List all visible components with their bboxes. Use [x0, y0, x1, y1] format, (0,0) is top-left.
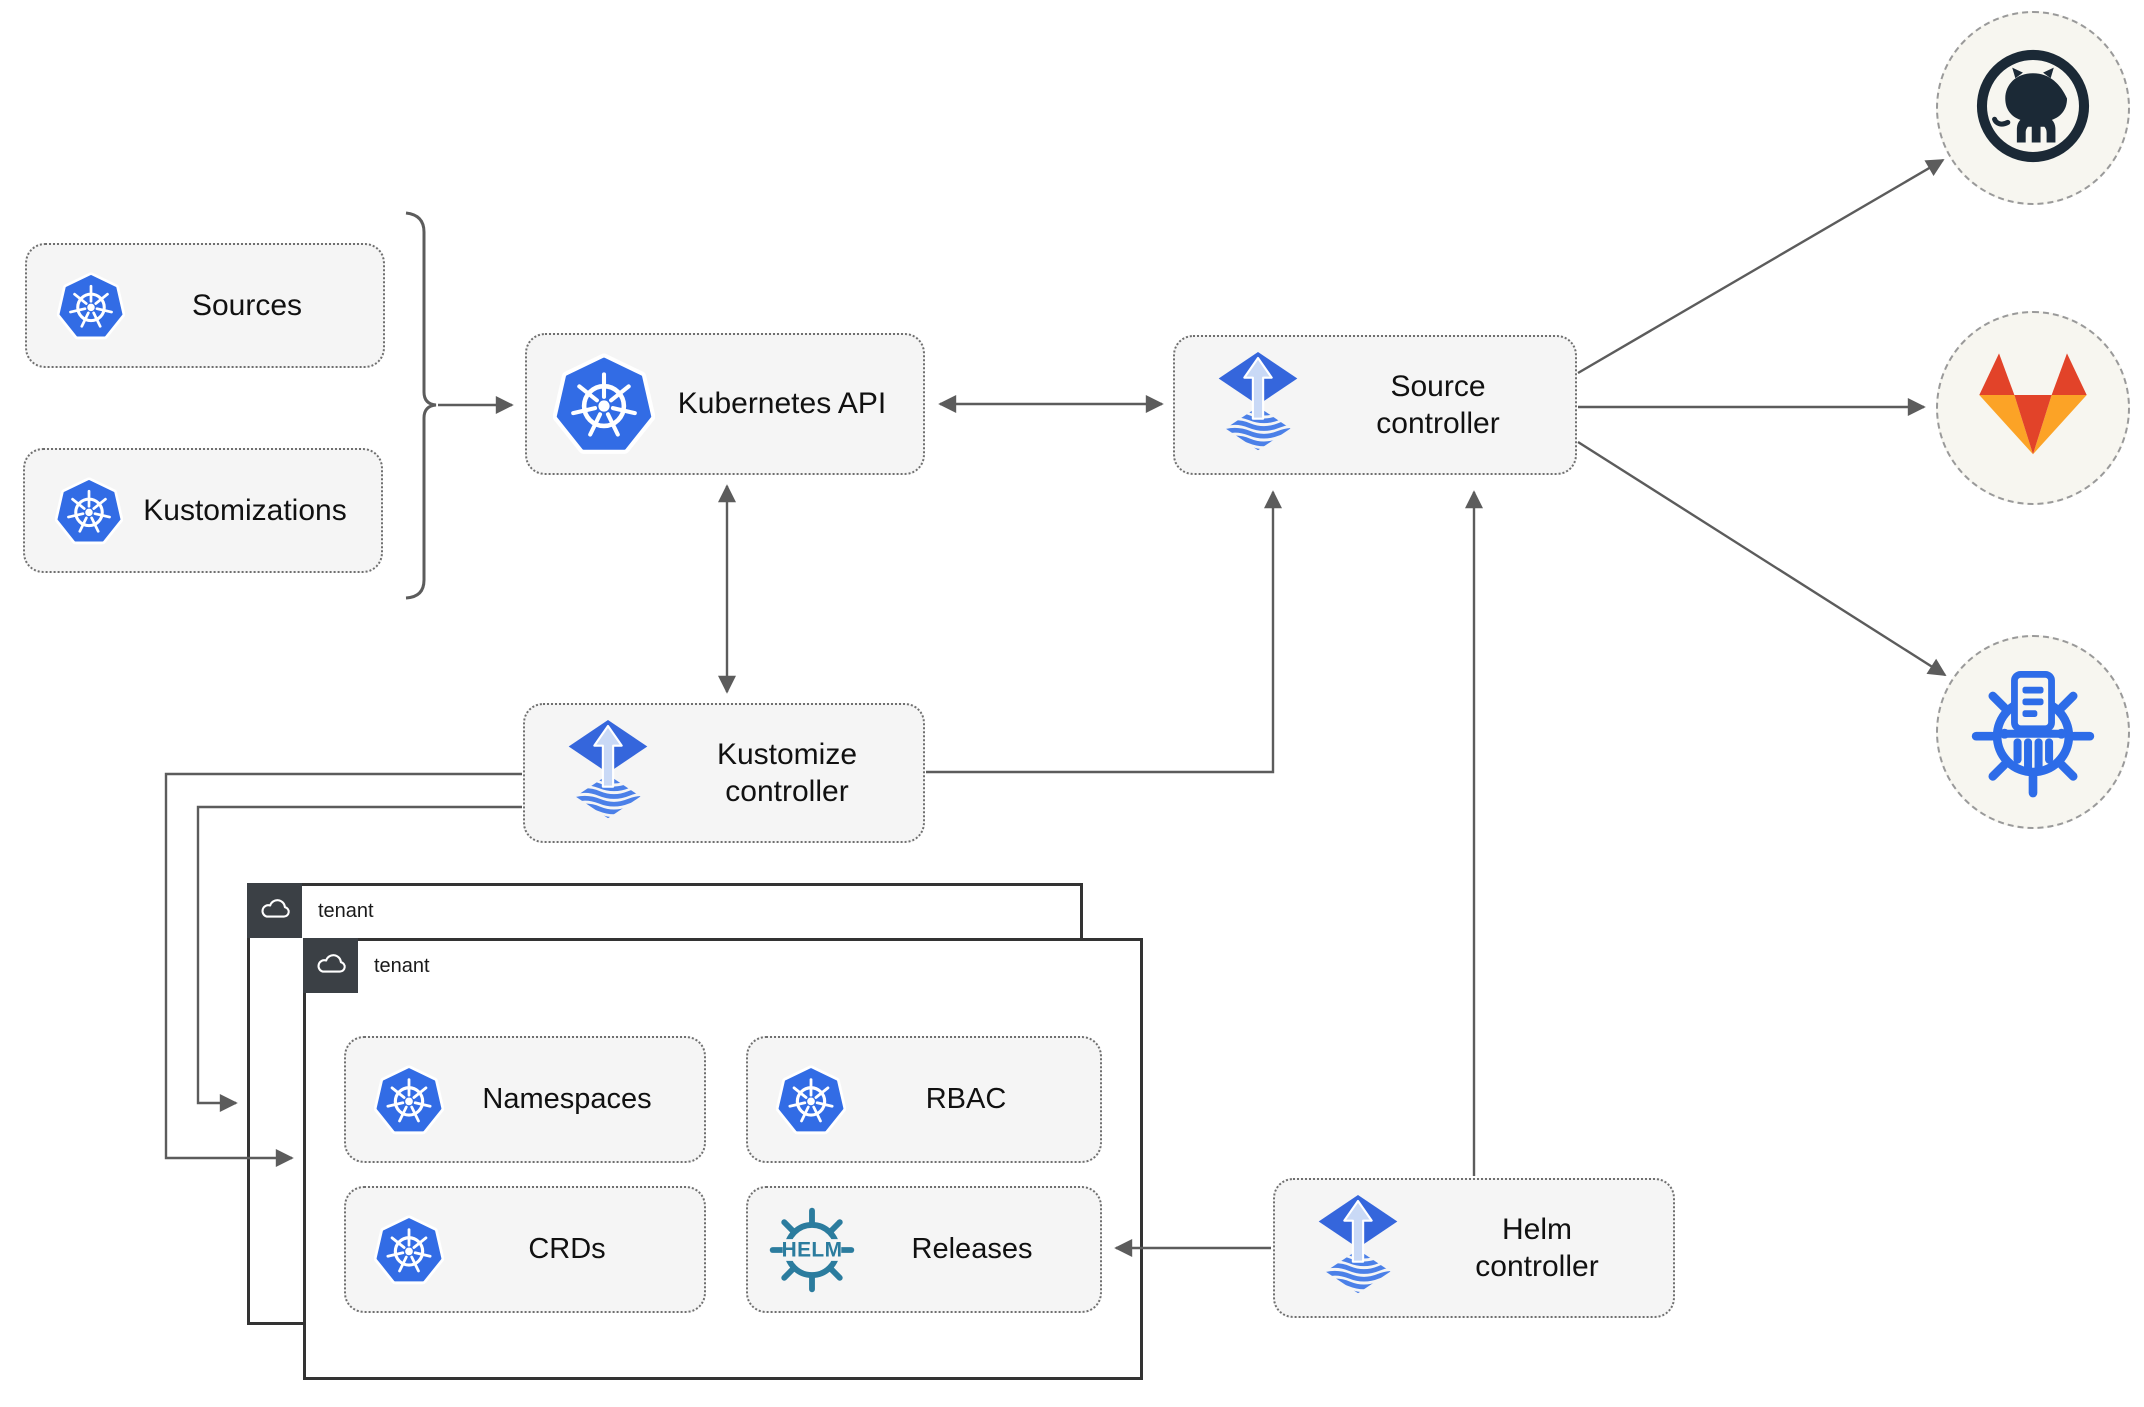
source-controller-label: Source controller	[1376, 369, 1500, 441]
kustomize-controller-label: Kustomize controller	[716, 737, 858, 809]
flux-icon	[565, 720, 651, 826]
namespaces-node: Namespaces	[344, 1036, 706, 1163]
flux-icon	[1315, 1195, 1401, 1301]
kustomize-controller-node: Kustomize controller	[523, 703, 925, 843]
kubernetes-api-node: Kubernetes API	[525, 333, 925, 475]
crds-label: CRDs	[528, 1233, 606, 1266]
kubernetes-api-label: Kubernetes API	[677, 387, 887, 421]
kubernetes-icon	[57, 272, 125, 340]
kubernetes-icon	[776, 1065, 846, 1135]
tenant-front-label: tenant	[374, 955, 430, 977]
github-icon	[1970, 43, 2096, 174]
helm-icon-text: HELM	[782, 1238, 843, 1261]
rbac-node: RBAC	[746, 1036, 1102, 1163]
crds-node: CRDs	[344, 1186, 706, 1313]
arrow-source-controller-to-github	[1577, 158, 1945, 375]
cloud-icon	[258, 896, 292, 926]
gitlab-endpoint	[1936, 311, 2130, 505]
manifests-endpoint	[1936, 635, 2130, 829]
arrow-source-controller-to-manifests	[1577, 440, 1947, 677]
cloud-icon	[314, 951, 348, 981]
rbac-label: RBAC	[925, 1083, 1007, 1116]
kubernetes-icon	[374, 1065, 444, 1135]
gitlab-icon	[1972, 349, 2094, 468]
flux-icon	[1215, 352, 1301, 458]
helm-controller-label: Helm controller	[1475, 1212, 1599, 1284]
source-controller-node: Source controller	[1173, 335, 1577, 475]
tenant-front-header	[303, 938, 358, 993]
brace-sources-kustomizations	[405, 211, 437, 600]
sources-node: Sources	[25, 243, 385, 368]
kubernetes-icon	[553, 353, 655, 455]
arrow-kustomize-to-source-controller	[926, 490, 1282, 774]
helm-controller-node: Helm controller	[1273, 1178, 1675, 1318]
kubernetes-icon	[55, 477, 123, 545]
tenant-front-container: tenant Namespaces RBAC CRDs	[303, 938, 1143, 1380]
github-endpoint	[1936, 11, 2130, 205]
kubernetes-manifests-icon	[1965, 662, 2101, 803]
kustomizations-node: Kustomizations	[23, 448, 383, 573]
kubernetes-icon	[374, 1215, 444, 1285]
releases-node: HELM Releases	[746, 1186, 1102, 1313]
releases-label: Releases	[911, 1233, 1033, 1266]
helm-icon: HELM	[766, 1204, 858, 1296]
kustomizations-label: Kustomizations	[143, 493, 347, 527]
sources-label: Sources	[191, 288, 303, 322]
namespaces-label: Namespaces	[482, 1083, 652, 1116]
tenant-back-label: tenant	[318, 900, 374, 922]
tenant-back-header	[247, 883, 302, 938]
